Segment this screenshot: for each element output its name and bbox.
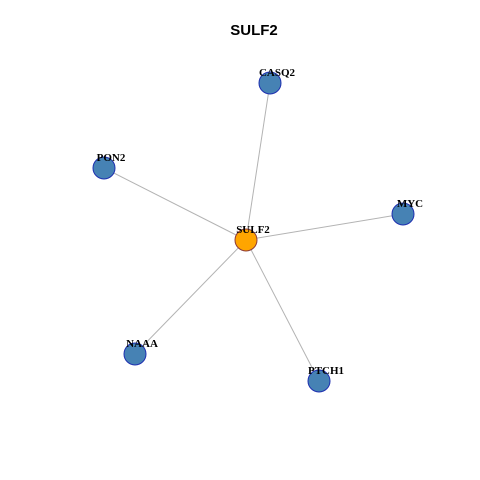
node-myc: MYC (391, 198, 423, 226)
edge-sulf2-naaa (134, 239, 247, 355)
node-circle-casq2 (258, 71, 282, 95)
node-circle-myc (391, 202, 415, 226)
edges-layer (103, 82, 404, 382)
node-circle-naaa (123, 342, 147, 366)
node-casq2: CASQ2 (258, 67, 296, 95)
edge-sulf2-pon2 (103, 167, 247, 241)
node-label-myc: MYC (397, 198, 423, 210)
node-circle-sulf2 (234, 228, 258, 252)
node-circle-ptch1 (307, 369, 331, 393)
node-label-casq2: CASQ2 (259, 67, 296, 79)
node-ptch1: PTCH1 (307, 365, 344, 393)
edge-sulf2-casq2 (245, 82, 271, 241)
node-sulf2: SULF2 (234, 224, 270, 252)
node-naaa: NAAA (123, 338, 158, 366)
node-label-naaa: NAAA (126, 338, 158, 350)
node-pon2: PON2 (92, 152, 126, 180)
node-circle-pon2 (92, 156, 116, 180)
node-label-ptch1: PTCH1 (308, 365, 344, 377)
graph-title: SULF2 (230, 22, 278, 39)
node-label-sulf2: SULF2 (236, 224, 270, 236)
node-label-pon2: PON2 (97, 152, 126, 164)
edge-sulf2-myc (245, 213, 404, 241)
edge-sulf2-ptch1 (245, 239, 320, 382)
